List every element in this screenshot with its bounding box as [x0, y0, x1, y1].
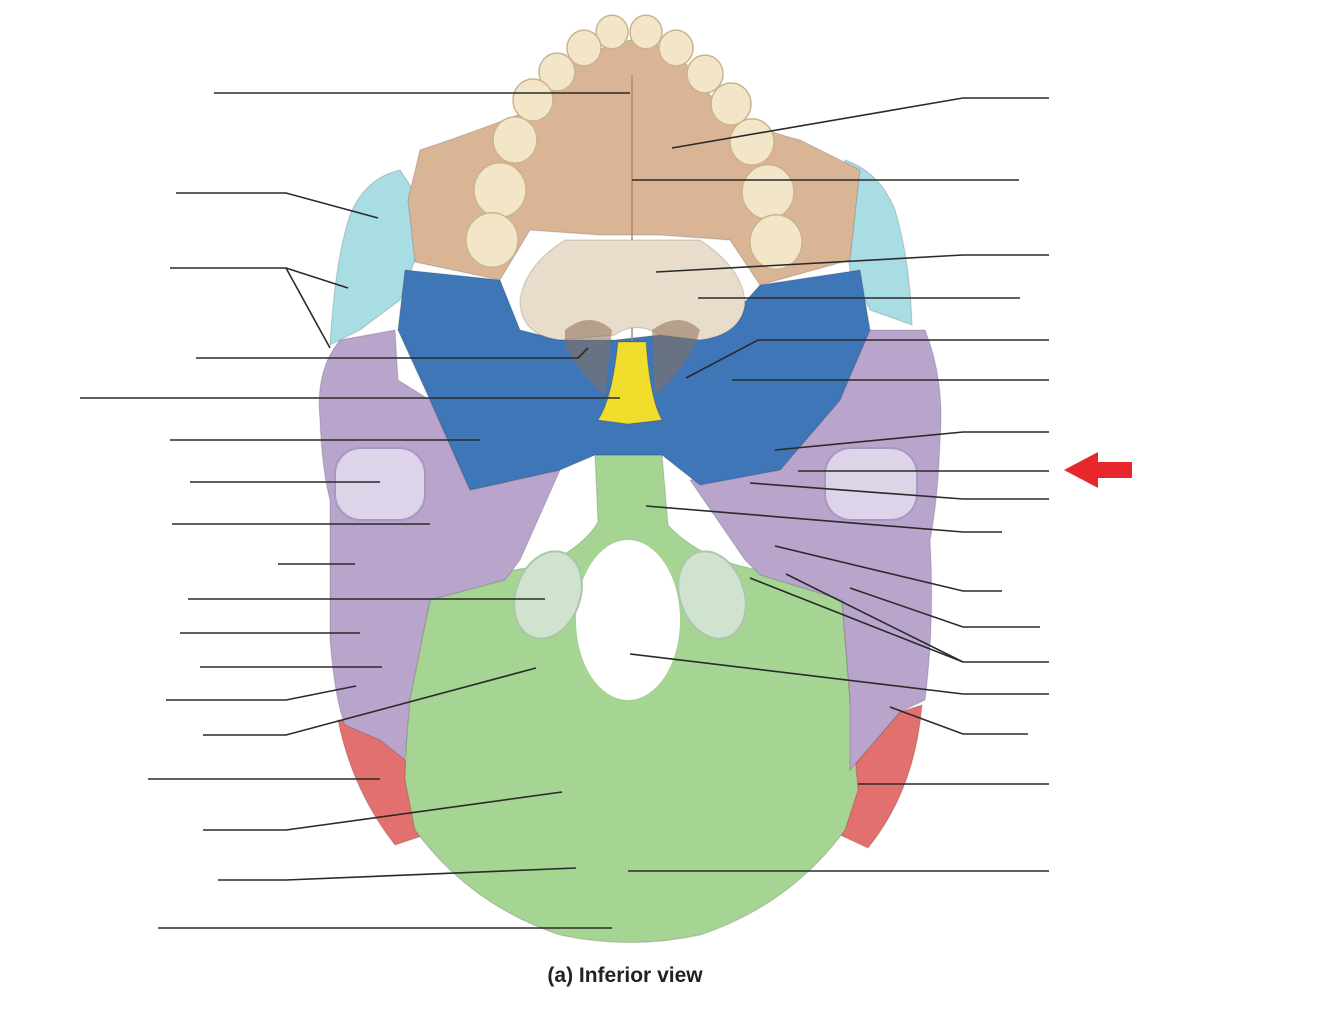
right-label-line-15 — [889, 706, 1028, 735]
left-label-line-3 — [170, 267, 349, 289]
tooth-5 — [538, 52, 576, 92]
teeth-row — [465, 14, 803, 271]
right-label-line-14 — [629, 653, 1049, 695]
tooth-14 — [749, 213, 803, 271]
tooth-4 — [658, 29, 694, 67]
left-label-line-14 — [203, 667, 537, 736]
choana-left — [565, 320, 612, 395]
palatine-bone — [519, 239, 746, 341]
parietal-bone-right — [839, 704, 923, 849]
occipital-condyle-right — [677, 550, 747, 640]
right-label-line-1 — [671, 97, 1049, 149]
right-label-line-12 — [849, 587, 1040, 628]
tooth-9 — [492, 116, 538, 164]
left-label-line-2 — [176, 192, 379, 219]
tooth-2 — [629, 14, 663, 50]
tooth-12 — [741, 163, 795, 221]
figure-caption: (a) Inferior view — [547, 964, 703, 987]
occipital-condyle-left — [513, 550, 583, 640]
right-label-line-11 — [774, 545, 1002, 592]
mandibular-fossa-right — [824, 447, 918, 521]
right-label-line-10 — [645, 505, 1002, 533]
foramen-magnum — [576, 540, 680, 700]
zygomatic-bone-left — [329, 169, 421, 347]
left-label-line-13 — [166, 685, 357, 701]
right-label-line-5 — [685, 339, 1049, 379]
arrow-left-icon — [1064, 452, 1132, 488]
right-label-line-3 — [655, 254, 1049, 273]
tooth-10 — [729, 118, 775, 166]
tooth-7 — [512, 78, 554, 122]
right-label-lines — [628, 97, 1049, 872]
tooth-11 — [473, 161, 527, 219]
left-label-line-16 — [203, 791, 563, 831]
right-label-line-9 — [749, 482, 1049, 500]
vomer-bone — [596, 341, 663, 425]
temporal-bone-left — [318, 329, 562, 762]
tooth-8 — [710, 82, 752, 126]
choana-right — [652, 320, 700, 395]
tooth-1 — [595, 14, 629, 50]
tooth-3 — [566, 29, 602, 67]
left-label-line-17 — [218, 867, 577, 881]
left-label-lines — [80, 92, 630, 929]
left-label-line-4 — [196, 347, 589, 359]
tooth-6 — [686, 54, 724, 94]
right-label-line-13b — [785, 573, 964, 663]
left-label-line-3b — [285, 267, 331, 349]
right-label-line-7 — [774, 431, 1049, 451]
tooth-13 — [465, 211, 519, 269]
mandibular-fossa-left — [334, 447, 426, 521]
